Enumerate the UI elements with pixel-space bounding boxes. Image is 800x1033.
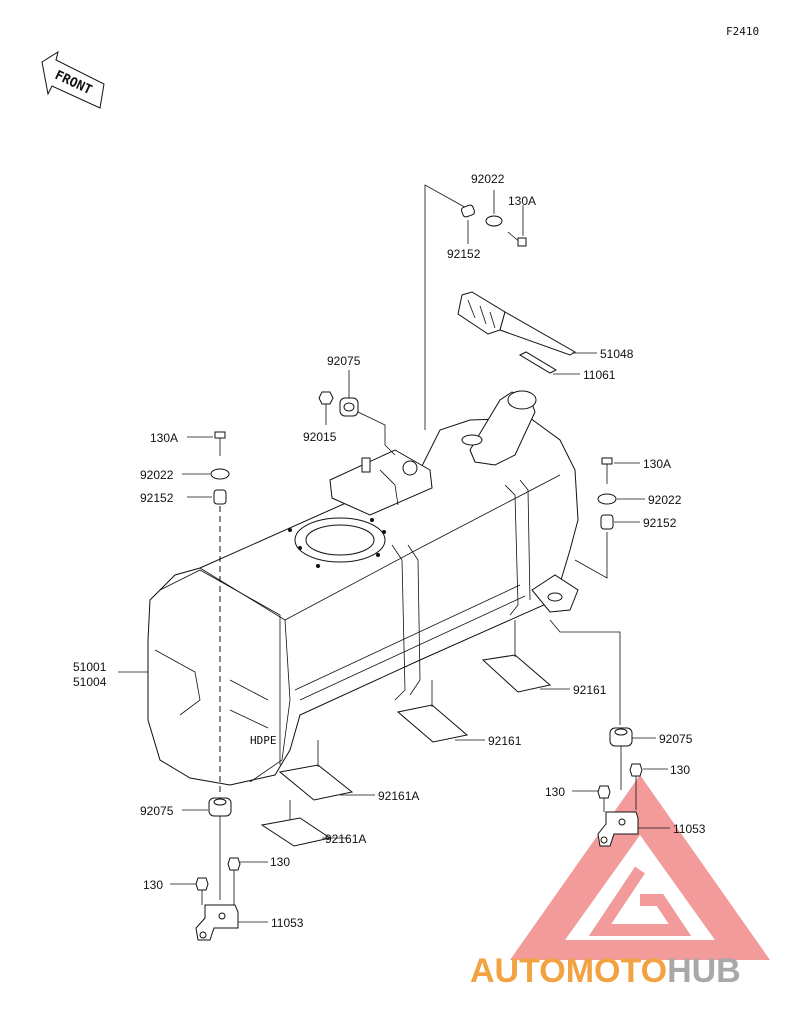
mounting-bolt-holes [288,518,386,568]
callout-92075-top: 92075 [327,354,361,368]
watermark-text-auto: AUTOMOTO [470,952,667,990]
callout-51001: 51001 [73,660,107,674]
pad-92161A-a [278,764,354,801]
callout-130A-top: 130A [508,194,536,208]
washer-92022-left [210,468,230,480]
callout-92152-left: 92152 [140,491,174,505]
watermark-logo [510,775,770,960]
bracket-11053-right [597,811,639,847]
callout-130A-left: 130A [150,431,178,445]
damper-92075-top [339,397,359,417]
callout-51004: 51004 [73,675,107,689]
bolt-130A-left [214,431,226,456]
callout-51048: 51048 [600,347,634,361]
washer-92022-right [597,493,617,505]
callout-11053-left: 11053 [271,916,304,930]
pad-92161-b [396,704,469,743]
bolt-130-right-2 [629,763,643,777]
label-11061 [518,351,558,374]
callout-130-right-2: 130 [670,763,690,777]
bolt-130-left-2 [227,857,241,871]
nut-92015 [318,391,334,405]
callout-92161A-b: 92161A [325,832,366,846]
tank-material-marking: HDPE [250,734,277,747]
callout-92015: 92015 [303,430,337,444]
callout-11061: 11061 [583,368,616,382]
damper-92075-right [609,727,633,747]
collar-92152-right [600,514,614,530]
watermark-text: AUTOMOTOHUB [470,952,741,990]
bolt-130-right-1 [597,785,611,799]
bracket-11053-left [195,904,239,941]
callout-130-left-2: 130 [270,855,290,869]
heat-guard-51048 [457,291,576,356]
callout-92161A-a: 92161A [378,789,419,803]
callout-92022-top: 92022 [471,172,505,186]
damper-92075-left [208,797,232,817]
pad-92161A-b [260,817,332,847]
callout-92152-right: 92152 [643,516,677,530]
callout-130-left-1: 130 [143,878,163,892]
collar-92152-top [460,204,476,218]
callout-92161-b: 92161 [488,734,522,748]
fuel-tank: HDPE [147,390,579,786]
bolt-130A-right [601,457,613,484]
callout-92022-right: 92022 [648,493,682,507]
washer-92022-top [485,215,503,227]
bolt-130A-top [507,231,527,247]
callout-92075-left: 92075 [140,804,174,818]
bolt-130-left-1 [195,877,209,891]
pad-92161-a [481,654,552,693]
watermark-text-hub: HUB [667,952,741,990]
callout-92075-right: 92075 [659,732,693,746]
collar-92152-left [213,489,227,505]
callout-92022-left: 92022 [140,468,174,482]
callout-11053-right: 11053 [673,822,706,836]
callout-130A-right: 130A [643,457,671,471]
callout-92152-top: 92152 [447,247,481,261]
figure-code: F2410 [726,25,759,38]
callout-92161-a: 92161 [573,683,607,697]
front-arrow-icon: FRONT [41,50,105,109]
callout-130-right-1: 130 [545,785,565,799]
